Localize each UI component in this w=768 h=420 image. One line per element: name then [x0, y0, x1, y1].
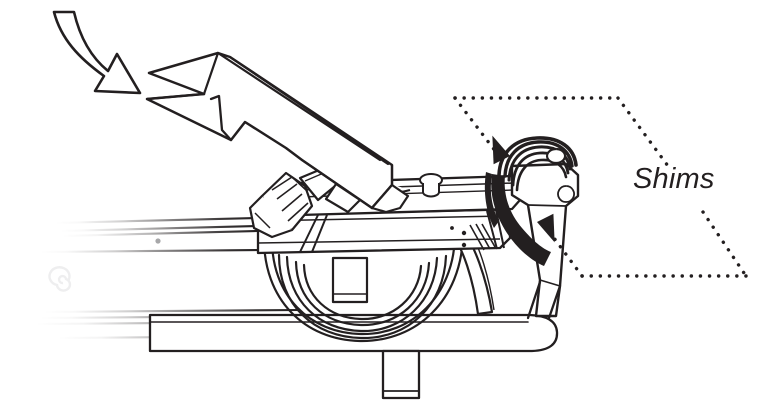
shims-label: Shims — [633, 163, 715, 195]
arm-tongue — [324, 182, 410, 214]
shims-callout — [453, 96, 748, 278]
watermark-spiral — [48, 266, 72, 292]
shim-stack-cap — [545, 147, 567, 165]
shim-band — [484, 172, 551, 266]
arc-bowl — [262, 234, 465, 343]
knob — [419, 173, 443, 198]
fastener-dots — [450, 226, 467, 248]
center-slot — [331, 256, 369, 304]
base-foot — [381, 349, 421, 400]
post-lower — [526, 280, 562, 320]
deck-gusset — [299, 209, 505, 253]
lid-close-arrow — [52, 10, 142, 95]
housing-hatch — [469, 223, 496, 251]
tilting-arm — [145, 51, 394, 210]
guide-rails — [39, 216, 263, 254]
right-post — [510, 162, 580, 318]
